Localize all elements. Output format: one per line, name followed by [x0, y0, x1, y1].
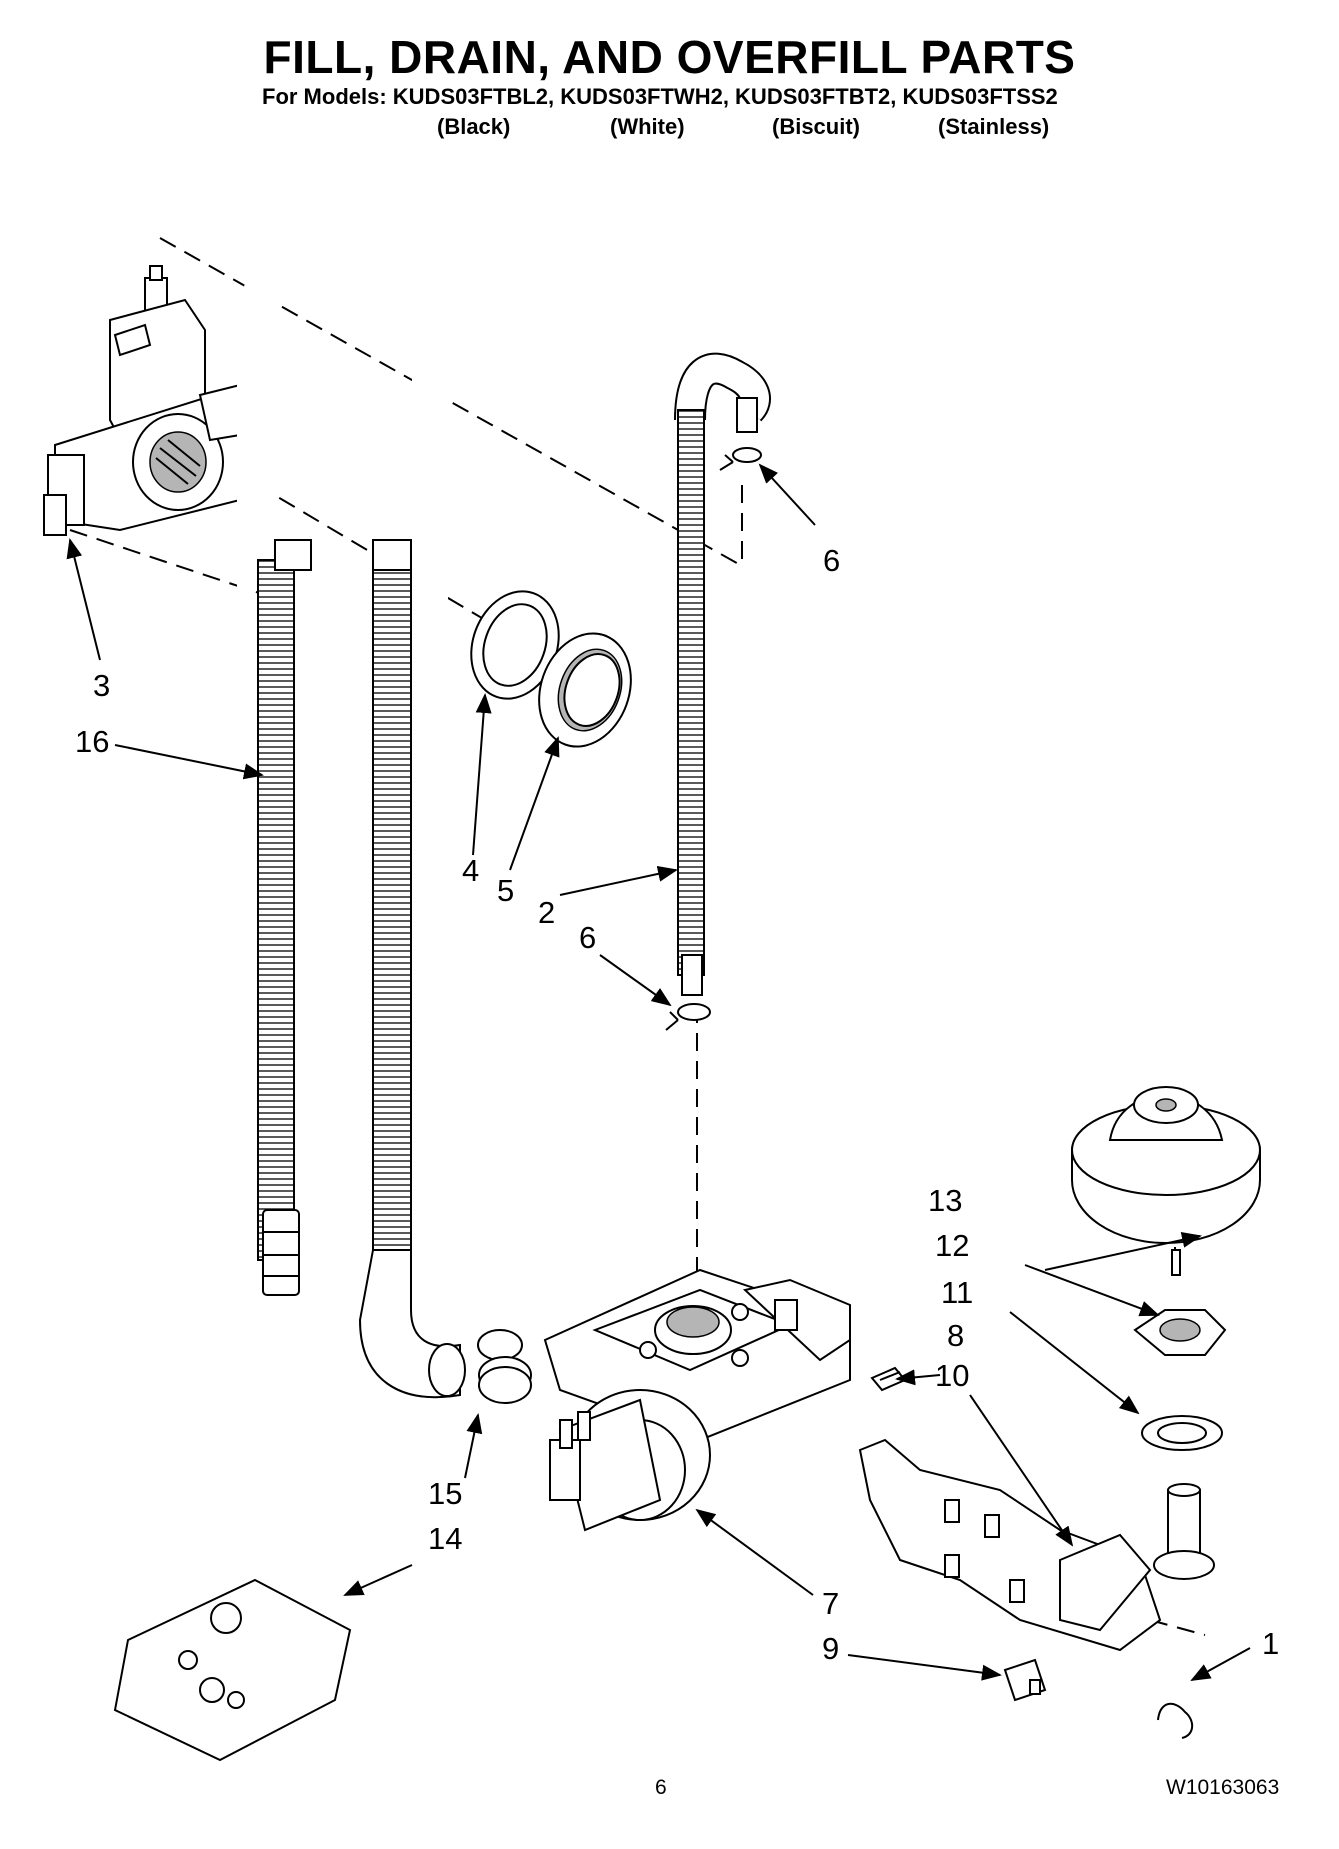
hardware-bag-part-14	[113, 1578, 352, 1762]
callout-9: 9	[822, 1631, 840, 1666]
hex-nut-part-5	[538, 632, 632, 748]
variant-stainless: (Stainless)	[938, 114, 1050, 139]
variant-black: (Black)	[437, 114, 511, 139]
models-line: For Models: KUDS03FTBL2, KUDS03FTWH2, KU…	[262, 84, 1058, 109]
fill-hose-part-2	[674, 352, 771, 996]
float-nut-part-12	[1133, 1249, 1227, 1356]
float-stem	[1153, 1483, 1215, 1580]
callout-4: 4	[462, 853, 480, 888]
callout-6-bottom: 6	[579, 920, 597, 955]
float-washer-part-11	[1141, 1415, 1223, 1451]
gasket-part-4	[470, 590, 560, 700]
variant-white: (White)	[610, 114, 685, 139]
callout-1: 1	[1262, 1626, 1280, 1661]
callout-12: 12	[935, 1228, 970, 1263]
callout-8: 8	[947, 1318, 965, 1353]
callout-leaders	[66, 463, 1251, 1681]
callout-3: 3	[93, 668, 111, 703]
float-part-13	[1071, 1086, 1261, 1244]
fill-funnel-part-3	[43, 265, 247, 536]
callout-10: 10	[935, 1358, 970, 1393]
document-number: W10163063	[1166, 1776, 1280, 1799]
variant-biscuit: (Biscuit)	[772, 114, 860, 139]
page-number: 6	[655, 1776, 667, 1799]
hose-clamp-part-6-top	[719, 447, 762, 471]
page-title: FILL, DRAIN, AND OVERFILL PARTS	[263, 31, 1076, 83]
fill-valve-part-7	[543, 1268, 851, 1532]
callout-7: 7	[822, 1586, 840, 1621]
callout-6-top: 6	[823, 543, 841, 578]
float-switch-bracket-part-10	[858, 1438, 1162, 1652]
drain-hose-part-16	[237, 206, 466, 1399]
callout-13: 13	[928, 1183, 963, 1218]
callout-2: 2	[538, 895, 556, 930]
callout-15: 15	[428, 1476, 463, 1511]
callout-14: 14	[428, 1521, 463, 1556]
callout-11: 11	[941, 1275, 974, 1310]
callout-5: 5	[497, 873, 515, 908]
spring-clamp-part-15	[477, 1329, 532, 1404]
callout-16: 16	[75, 724, 110, 759]
hose-clamp-part-6-bottom	[665, 1003, 711, 1031]
micro-switch-part-9	[1003, 1658, 1047, 1702]
clip-part-1	[1157, 1702, 1194, 1739]
